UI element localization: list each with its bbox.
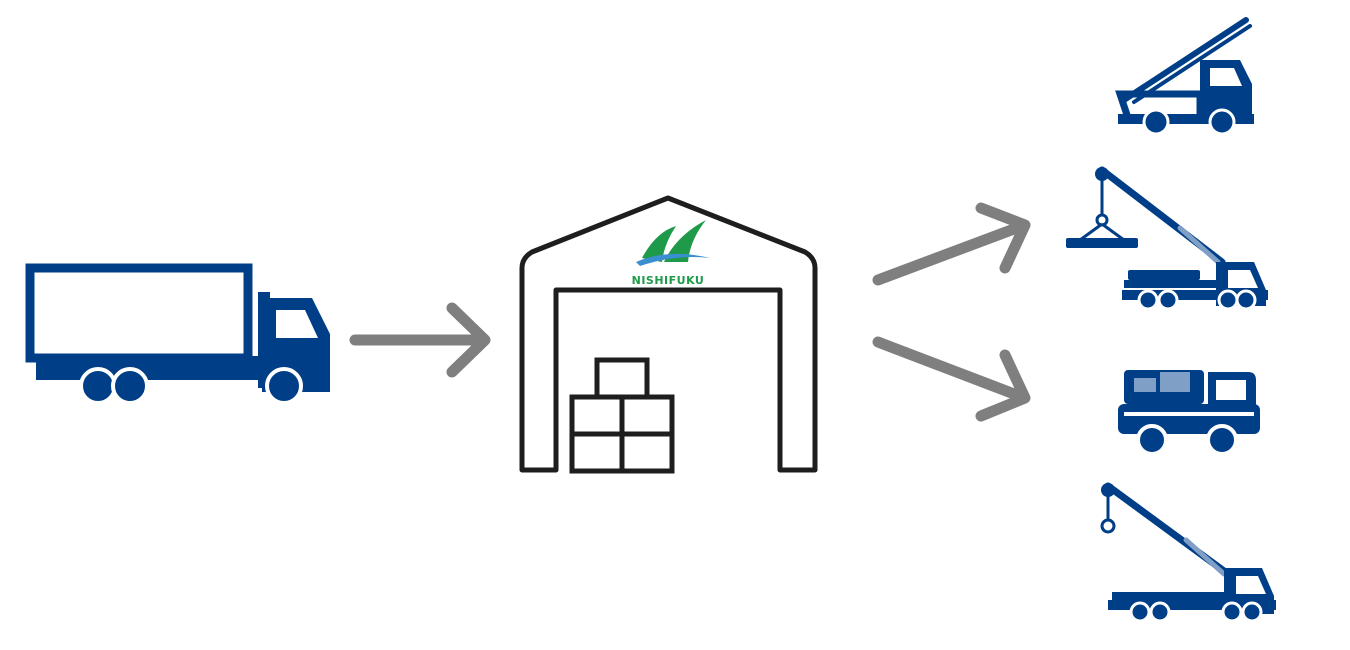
warehouse-icon	[519, 195, 818, 474]
ladder-truck-icon	[1115, 17, 1254, 136]
crane-truck-icon	[1100, 482, 1276, 623]
arrow-right-icon	[349, 302, 491, 378]
box-truck-icon	[25, 263, 330, 405]
arrow-up-right-icon	[872, 202, 1031, 286]
nishifuku-logo: NISHIFUKU	[632, 220, 710, 287]
logo-text: NISHIFUKU	[632, 274, 705, 287]
crane-truck-loaded-icon	[1066, 166, 1268, 311]
cargo-truck-icon	[1118, 370, 1260, 456]
arrow-down-right-icon	[872, 336, 1031, 422]
